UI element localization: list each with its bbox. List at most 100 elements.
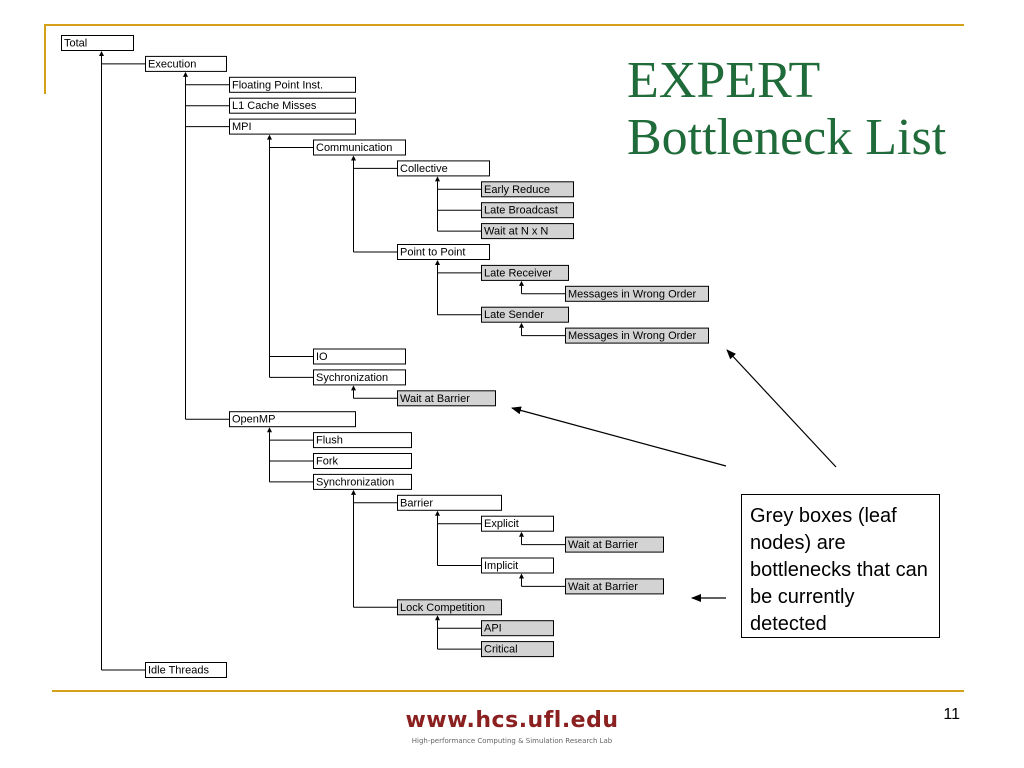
tree-node-idle-threads-box bbox=[145, 662, 227, 678]
tree-node-late-broadcast-label: Late Broadcast bbox=[484, 205, 558, 217]
tree-node-mpi-label: MPI bbox=[232, 121, 252, 133]
tree-node-lock-competition-box bbox=[397, 599, 502, 616]
tree-node-synchronization-box bbox=[313, 473, 412, 490]
tree-node-early-reduce-label: Early Reduce bbox=[484, 184, 550, 196]
tree-node-fork-label: Fork bbox=[316, 456, 339, 468]
tree-node-communication-label: Communication bbox=[316, 142, 392, 154]
tree-node-communication: Communication bbox=[313, 139, 406, 156]
title-line-1: EXPERT bbox=[627, 52, 821, 109]
tree-node-sychronization-box bbox=[313, 369, 406, 386]
tree-node-late-broadcast-box bbox=[481, 202, 574, 219]
tree-node-implicit-arrowhead bbox=[519, 573, 524, 579]
tree-node-late-sender-arrowhead bbox=[519, 322, 524, 328]
slide-title: EXPERT Bottleneck List bbox=[627, 52, 997, 166]
tree-node-collective: Collective bbox=[397, 160, 490, 177]
tree-node-collective-label: Collective bbox=[400, 163, 448, 175]
tree-node-synchronization-arrowhead bbox=[351, 489, 356, 495]
tree-node-critical-box bbox=[481, 641, 554, 658]
tree-node-wait-at-barrier-box bbox=[397, 390, 496, 407]
tree-node-api-label: API bbox=[484, 623, 502, 635]
tree-node-barrier-label: Barrier bbox=[400, 497, 433, 509]
legend-note: Grey boxes (leaf nodes) are bottlenecks … bbox=[741, 494, 940, 638]
tree-node-openmp-label: OpenMP bbox=[232, 414, 275, 426]
tree-node-lock-competition-arrowhead bbox=[435, 615, 440, 621]
tree-node-explicit-label: Explicit bbox=[484, 518, 519, 530]
tree-node-total-arrowhead bbox=[99, 51, 104, 56]
tree-node-mpi: MPI bbox=[229, 118, 356, 135]
tree-node-barrier-arrowhead bbox=[435, 510, 440, 516]
tree-node-communication-box bbox=[313, 139, 406, 156]
tree-node-l1-cache-misses: L1 Cache Misses bbox=[229, 97, 356, 114]
tree-node-barrier: Barrier bbox=[397, 494, 502, 511]
left-rule bbox=[44, 24, 46, 94]
tree-node-execution-box bbox=[145, 55, 227, 72]
tree-node-wait-at-barrier: Wait at Barrier bbox=[565, 536, 664, 553]
bottom-rule bbox=[52, 690, 964, 692]
tree-node-late-receiver-box bbox=[481, 264, 569, 281]
tree-node-synchronization-label: Synchronization bbox=[316, 476, 394, 488]
page-number: 11 bbox=[943, 706, 960, 723]
footer-url[interactable]: www.hcs.ufl.edu bbox=[405, 708, 619, 733]
tree-node-wait-at-barrier-label: Wait at Barrier bbox=[568, 581, 638, 593]
tree-node-barrier-box bbox=[397, 494, 502, 511]
tree-node-messages-in-wrong-order-label: Messages in Wrong Order bbox=[568, 288, 697, 300]
tree-node-wait-at-barrier: Wait at Barrier bbox=[565, 578, 664, 595]
tree-node-explicit-box bbox=[481, 515, 554, 532]
tree-node-late-broadcast: Late Broadcast bbox=[481, 202, 574, 219]
tree-node-late-receiver-label: Late Receiver bbox=[484, 267, 552, 279]
tree-node-total-label: Total bbox=[64, 38, 87, 50]
tree-node-flush-box bbox=[313, 432, 412, 449]
tree-node-floating-point-inst-label: Floating Point Inst. bbox=[232, 79, 323, 91]
tree-node-total-box bbox=[61, 35, 134, 51]
tree-node-io: IO bbox=[313, 348, 406, 365]
tree-node-openmp-arrowhead bbox=[267, 427, 272, 433]
tree-node-idle-threads: Idle Threads bbox=[145, 662, 227, 678]
footer-lab-name: High-performance Computing & Simulation … bbox=[411, 737, 613, 745]
tree-node-wait-at-n-x-n-box bbox=[481, 223, 574, 240]
tree-node-lock-competition: Lock Competition bbox=[397, 599, 502, 616]
note-pointers bbox=[511, 349, 837, 602]
tree-node-openmp: OpenMP bbox=[229, 411, 356, 428]
tree-node-messages-in-wrong-order: Messages in Wrong Order bbox=[565, 327, 709, 344]
tree-node-late-sender-box bbox=[481, 306, 569, 323]
tree-node-point-to-point-box bbox=[397, 244, 490, 260]
tree-node-collective-box bbox=[397, 160, 490, 177]
title-line-2: Bottleneck List bbox=[627, 109, 947, 166]
tree-node-io-label: IO bbox=[316, 351, 328, 363]
tree-node-execution-arrowhead bbox=[183, 71, 188, 77]
tree-node-api-box bbox=[481, 620, 554, 637]
tree-node-mpi-box bbox=[229, 118, 356, 135]
tree-node-wait-at-barrier-box bbox=[565, 578, 664, 595]
tree-node-sychronization-label: Sychronization bbox=[316, 372, 388, 384]
tree-node-sychronization-arrowhead bbox=[351, 385, 356, 391]
tree-node-io-box bbox=[313, 348, 406, 365]
tree-node-lock-competition-label: Lock Competition bbox=[400, 602, 485, 614]
tree-node-late-receiver: Late Receiver bbox=[481, 264, 569, 281]
tree-node-communication-arrowhead bbox=[351, 155, 356, 161]
tree-node-floating-point-inst: Floating Point Inst. bbox=[229, 76, 356, 93]
pointer-arrow-wrong-order bbox=[726, 349, 837, 468]
tree-node-total: Total bbox=[61, 35, 134, 51]
tree-node-flush-label: Flush bbox=[316, 435, 343, 447]
tree-node-messages-in-wrong-order: Messages in Wrong Order bbox=[565, 285, 709, 302]
tree-node-mpi-arrowhead bbox=[267, 134, 272, 140]
tree-node-critical: Critical bbox=[481, 641, 554, 658]
tree-node-openmp-box bbox=[229, 411, 356, 428]
tree-node-fork-box bbox=[313, 453, 412, 469]
pointer-arrow-wait-at-barrier bbox=[511, 406, 727, 467]
tree-node-point-to-point-label: Point to Point bbox=[400, 247, 465, 259]
tree-node-critical-label: Critical bbox=[484, 644, 518, 656]
tree-links bbox=[99, 51, 566, 671]
tree-node-l1-cache-misses-box bbox=[229, 97, 356, 114]
tree-node-late-receiver-arrowhead bbox=[519, 280, 524, 286]
tree-node-early-reduce: Early Reduce bbox=[481, 181, 574, 198]
tree-node-implicit-label: Implicit bbox=[484, 560, 518, 572]
tree-node-collective-arrowhead bbox=[435, 176, 440, 182]
tree-node-wait-at-barrier: Wait at Barrier bbox=[397, 390, 496, 407]
tree-node-messages-in-wrong-order-box bbox=[565, 327, 709, 344]
tree-node-fork: Fork bbox=[313, 453, 412, 469]
tree-node-wait-at-barrier-box bbox=[565, 536, 664, 553]
top-rule bbox=[44, 24, 964, 26]
